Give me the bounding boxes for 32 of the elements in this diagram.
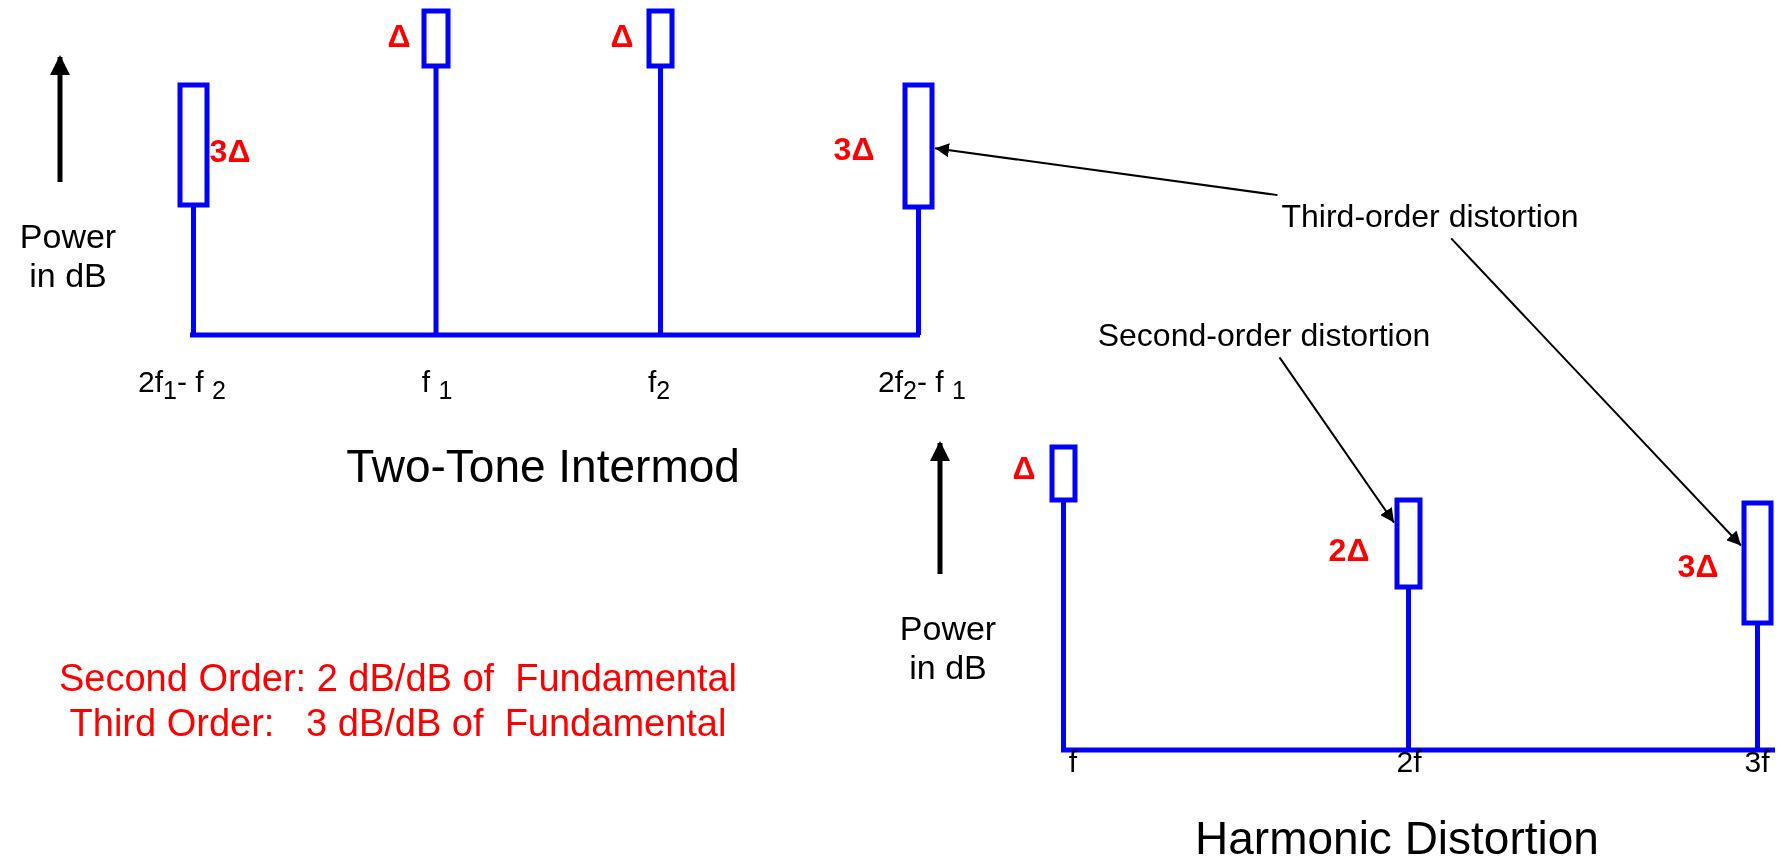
note-text: Second Order: 2 dB/dB of Fundamental (58, 657, 738, 701)
spectral-line (421, 8, 451, 335)
tick-label: 3f (1744, 744, 1770, 780)
delta-mark: 3Δ (1677, 547, 1719, 585)
spectral-line (1741, 500, 1774, 750)
tick-label: f (1068, 744, 1078, 780)
tick-label: f $_{1}$ (421, 365, 453, 405)
note-text: Third Order: 3 dB/dB of Fundamental (69, 702, 727, 746)
leader-line (1278, 356, 1395, 524)
delta-mark: 3Δ (209, 132, 251, 170)
axis-label: Power in dB (18, 216, 118, 296)
spectral-line (1049, 444, 1078, 750)
tick-label: 2f (1396, 744, 1422, 780)
spectral-line (177, 82, 210, 335)
delta-mark: Δ (610, 17, 634, 55)
spectral-line (646, 8, 675, 335)
delta-mark: Δ (387, 17, 411, 55)
chart-title: Two-Tone Intermod (346, 439, 740, 493)
tick-label: 2f$_{1}$- f $_{2}$ (138, 365, 226, 405)
tick-label: 2f$_{2}$- f $_{1}$ (878, 365, 966, 405)
leader-line (1450, 237, 1742, 547)
leader-line (934, 143, 1279, 197)
spectral-line (1394, 497, 1423, 750)
delta-mark: Δ (1012, 449, 1036, 487)
callout-text: Second-order distortion (1097, 316, 1431, 354)
spectral-line (902, 82, 935, 335)
delta-mark: 2Δ (1328, 531, 1370, 569)
callout-text: Third-order distortion (1281, 197, 1579, 235)
delta-mark: 3Δ (833, 130, 875, 168)
tick-label: f$_{2}$ (647, 365, 671, 405)
chart-title: Harmonic Distortion (1195, 811, 1599, 861)
axis-label: Power in dB (898, 608, 998, 688)
